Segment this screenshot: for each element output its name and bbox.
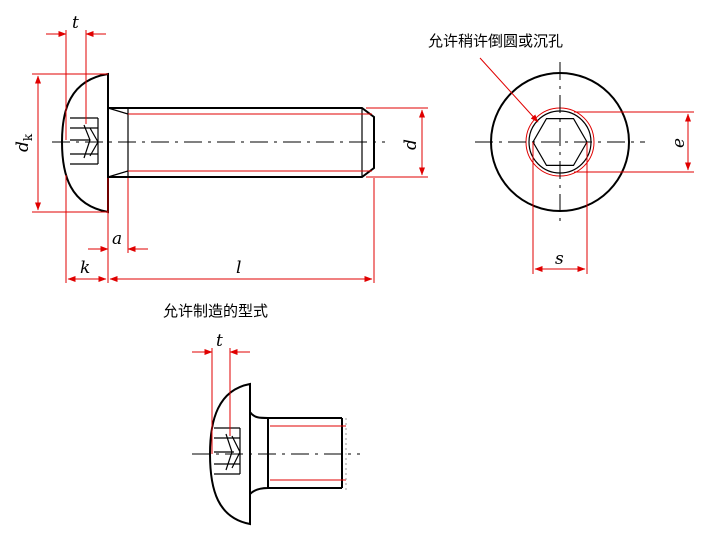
alt-head-flange — [249, 384, 343, 524]
alt-socket-hidden-lines — [214, 427, 241, 475]
socket-hidden-lines — [70, 117, 99, 165]
t-bottom-label: t — [216, 331, 223, 351]
l-label: l — [236, 258, 241, 278]
a-label: a — [112, 229, 122, 249]
e-label: e — [669, 138, 689, 148]
side-view: t dk d a k l — [13, 13, 428, 283]
button-head — [60, 72, 109, 214]
shank-neck-bottom — [107, 170, 129, 178]
svg-text:d: d — [401, 139, 421, 150]
socket-note: 允许稍许倒圆或沉孔 — [428, 32, 563, 50]
k-label: k — [80, 258, 90, 278]
s-label: s — [555, 249, 564, 269]
svg-text:e: e — [669, 138, 689, 148]
alt-form-caption: 允许制造的型式 — [163, 302, 268, 320]
alt-head — [208, 382, 251, 526]
note-leader — [479, 57, 539, 123]
dk-label: dk — [13, 133, 35, 152]
d-label: d — [401, 139, 421, 150]
end-view: 允许稍许倒圆或沉孔 e s — [428, 32, 694, 274]
svg-text:dk: dk — [13, 133, 35, 152]
shank-neck-top — [107, 107, 129, 115]
alternate-form-view: t — [192, 331, 360, 526]
t-top-label: t — [72, 13, 79, 33]
